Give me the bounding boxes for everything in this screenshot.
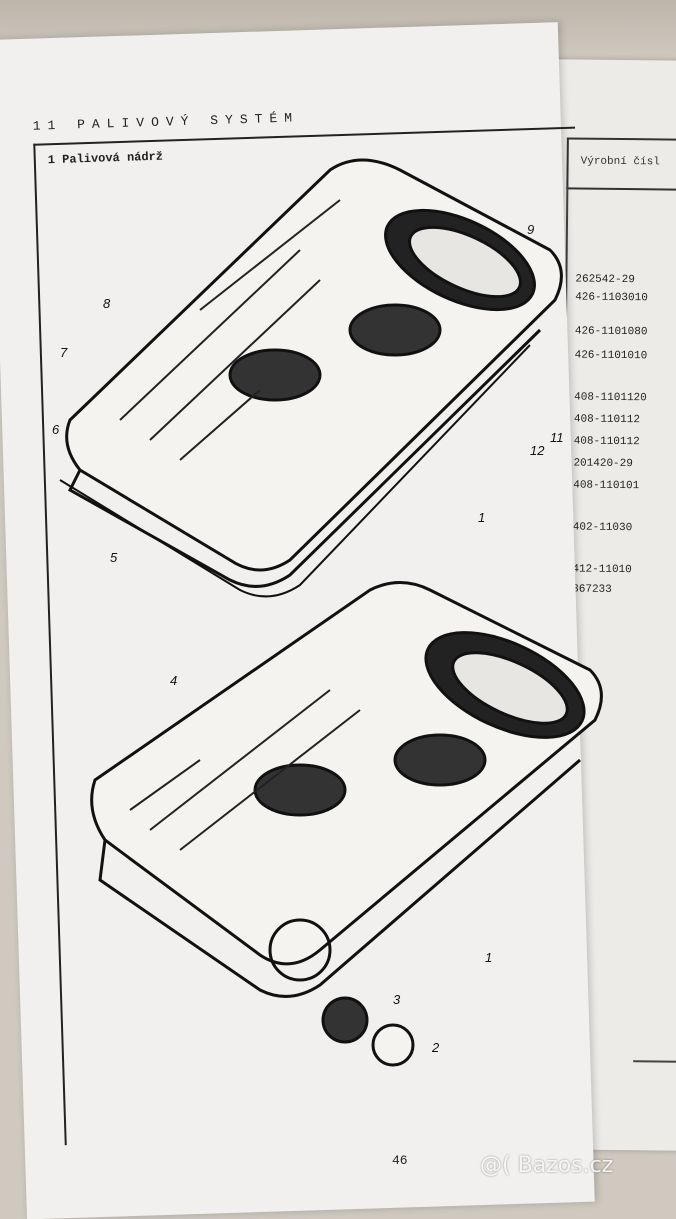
callout-label: 7	[60, 345, 68, 360]
callout-label: 2	[432, 1040, 440, 1055]
callout-label: 9	[527, 222, 535, 237]
callout-label: 3	[393, 992, 401, 1007]
callout-label: 1	[485, 950, 493, 965]
watermark: @( Bazos.cz	[480, 1153, 614, 1178]
callout-label: 11	[550, 430, 564, 445]
callout-label: 12	[530, 443, 545, 458]
callout-label: 4	[170, 673, 178, 688]
page-number: 46	[392, 1153, 408, 1168]
callout-label: 8	[103, 296, 111, 311]
callout-label: 1	[478, 510, 486, 525]
callout-label: 6	[52, 422, 60, 437]
callout-label: 5	[110, 550, 118, 565]
